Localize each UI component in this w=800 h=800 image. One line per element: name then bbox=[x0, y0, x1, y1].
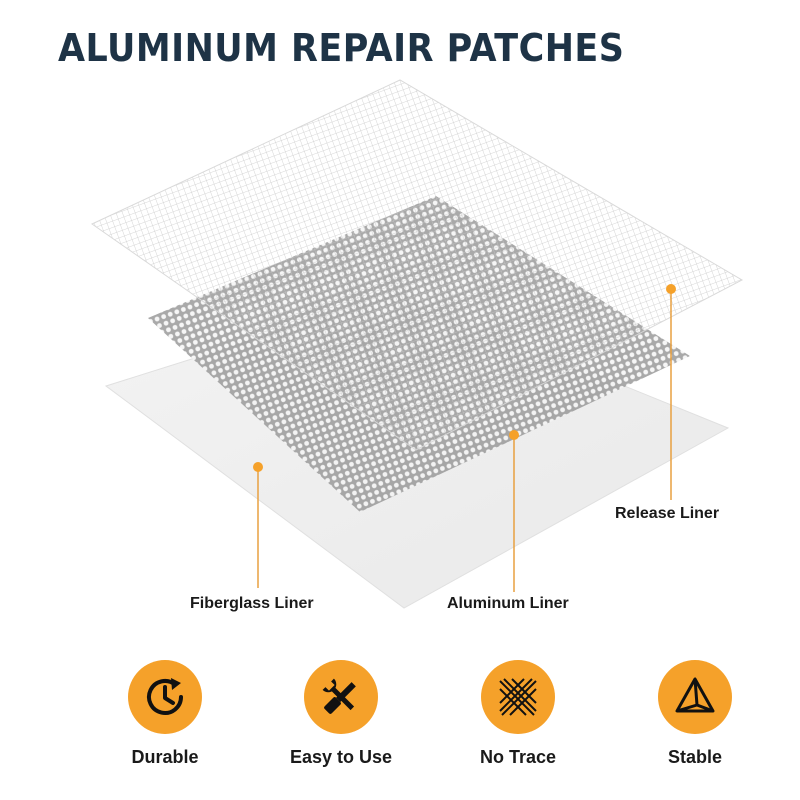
wrench-screwdriver-icon bbox=[304, 660, 378, 734]
feature-label: No Trace bbox=[479, 747, 557, 767]
release-liner-label: Release Liner bbox=[615, 505, 720, 522]
fiberglass-liner-callout-dot bbox=[253, 462, 263, 472]
fiberglass-liner-label: Fiberglass Liner bbox=[190, 595, 314, 612]
feature-durable: Durable bbox=[95, 660, 235, 768]
feature-no-trace: No Trace bbox=[448, 660, 588, 768]
feature-stable: Stable bbox=[625, 660, 765, 768]
feature-label: Durable bbox=[131, 747, 199, 767]
clock-arrow-icon bbox=[128, 660, 202, 734]
release-liner-sheet bbox=[91, 79, 744, 451]
pyramid-icon bbox=[658, 660, 732, 734]
feature-label: Stable bbox=[667, 747, 723, 767]
feature-row: Durable Easy to Use bbox=[0, 660, 800, 780]
page-title: ALUMINUM REPAIR PATCHES bbox=[58, 26, 625, 70]
aluminum-liner-callout-dot bbox=[509, 430, 519, 440]
aluminum-liner-label: Aluminum Liner bbox=[447, 595, 569, 612]
release-liner-callout-dot bbox=[666, 284, 676, 294]
mesh-pattern-icon bbox=[481, 660, 555, 734]
feature-easy-to-use: Easy to Use bbox=[271, 660, 411, 768]
feature-label: Easy to Use bbox=[289, 747, 393, 767]
layer-diagram bbox=[91, 79, 744, 609]
